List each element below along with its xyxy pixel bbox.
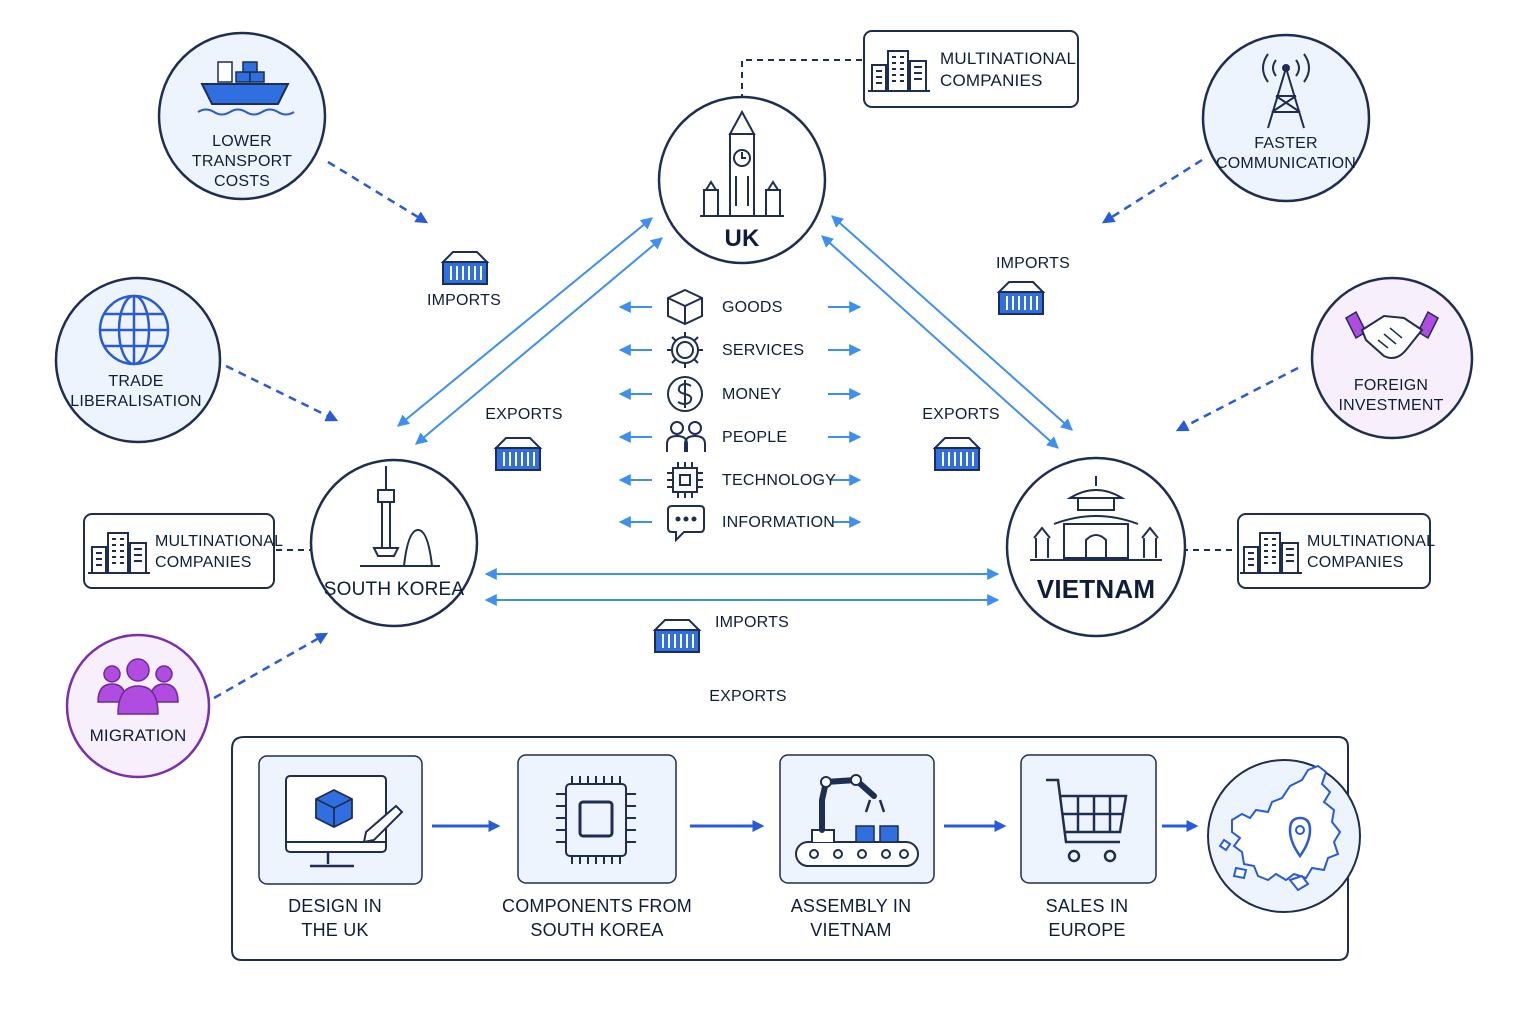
country-label-south-korea: SOUTH KOREA bbox=[323, 579, 465, 600]
globe-icon bbox=[98, 294, 170, 366]
container-icon bbox=[654, 619, 700, 653]
gear-icon bbox=[667, 332, 703, 368]
flow-icons bbox=[666, 288, 706, 543]
cargo-ship-icon bbox=[197, 61, 295, 116]
flow-arrows bbox=[618, 301, 862, 528]
exports-label: EXPORTS bbox=[922, 406, 1000, 423]
dollar-coin-icon bbox=[667, 376, 703, 412]
big-ben-icon bbox=[700, 109, 784, 217]
factor-label-foreign-investment: FOREIGN INVESTMENT bbox=[1338, 377, 1444, 414]
country-uk bbox=[657, 95, 827, 265]
imports-label: IMPORTS bbox=[995, 255, 1070, 272]
container-icon bbox=[495, 437, 541, 471]
mnc-label-vietnam: MULTINATIONAL COMPANIES bbox=[1307, 533, 1436, 571]
mnc-label-south-korea: MULTINATIONAL COMPANIES bbox=[155, 533, 284, 571]
factor-label-trade-liberalisation: TRADE LIBERALISATION bbox=[70, 373, 202, 410]
uk-southkorea-arrows bbox=[397, 217, 663, 445]
flow-label-information: INFORMATION bbox=[722, 514, 836, 531]
shopping-cart-icon bbox=[1046, 778, 1128, 863]
people-group-icon bbox=[97, 658, 179, 715]
supply-chain-label-assembly: ASSEMBLY IN VIETNAM bbox=[790, 896, 912, 941]
mnc-connectors bbox=[276, 59, 1236, 551]
container-icon bbox=[934, 437, 980, 471]
flow-label-money: MONEY bbox=[722, 386, 782, 403]
factor-faster-communication bbox=[1201, 33, 1371, 203]
exports-label: EXPORTS bbox=[485, 406, 563, 423]
southkorea-vietnam-arrows bbox=[484, 568, 1000, 606]
country-label-vietnam: VIETNAM bbox=[1036, 574, 1156, 604]
factor-migration bbox=[65, 633, 211, 779]
flow-label-goods: GOODS bbox=[722, 299, 783, 316]
supply-chain-label-design: DESIGN IN THE UK bbox=[288, 896, 382, 941]
supply-chain-label-sales: SALES IN EUROPE bbox=[1045, 896, 1129, 941]
people-icon bbox=[666, 421, 706, 452]
imports-label: IMPORTS bbox=[714, 614, 789, 631]
seoul-tower-icon bbox=[360, 466, 440, 567]
mnc-box-vietnam bbox=[1237, 513, 1431, 589]
exports-label: EXPORTS bbox=[709, 688, 787, 705]
chat-bubble-icon bbox=[667, 505, 705, 543]
mnc-box-south-korea bbox=[83, 513, 275, 589]
robot-arm-icon bbox=[795, 774, 919, 867]
container-icon bbox=[998, 281, 1044, 315]
uk-vietnam-arrows bbox=[821, 215, 1073, 449]
chip-icon bbox=[556, 776, 636, 864]
supply-chain-panel bbox=[231, 736, 1361, 961]
box-icon bbox=[667, 288, 703, 326]
supply-chain-label-components: COMPONENTS FROM SOUTH KOREA bbox=[502, 896, 692, 941]
country-south-korea bbox=[309, 458, 479, 628]
flow-label-people: PEOPLE bbox=[722, 429, 788, 446]
factor-lower-transport-costs bbox=[157, 31, 327, 201]
factor-label-migration: MIGRATION bbox=[89, 726, 187, 745]
radio-tower-icon bbox=[1262, 53, 1310, 129]
factor-label-faster-communication: FASTER COMMUNICATION bbox=[1215, 135, 1357, 172]
flow-label-technology: TECHNOLOGY bbox=[722, 472, 837, 489]
chip-icon bbox=[667, 462, 703, 498]
mnc-label-uk: MULTINATIONAL COMPANIES bbox=[940, 49, 1077, 91]
handshake-icon bbox=[1345, 310, 1439, 359]
europe-map-icon bbox=[1207, 759, 1361, 913]
flow-label-services: SERVICES bbox=[722, 342, 805, 359]
factor-foreign-investment bbox=[1310, 276, 1474, 440]
imports-label: IMPORTS bbox=[426, 292, 501, 309]
factor-trade-liberalisation bbox=[54, 276, 222, 444]
mnc-box-uk bbox=[863, 30, 1079, 108]
factor-label-lower-transport-costs: LOWER TRANSPORT COSTS bbox=[191, 133, 293, 190]
container-icon bbox=[442, 251, 488, 285]
monitor-design-icon bbox=[285, 775, 404, 868]
pagoda-icon bbox=[1030, 476, 1162, 561]
factor-arrows bbox=[213, 158, 1299, 700]
country-vietnam bbox=[1005, 456, 1187, 638]
country-label-uk: UK bbox=[724, 225, 760, 252]
